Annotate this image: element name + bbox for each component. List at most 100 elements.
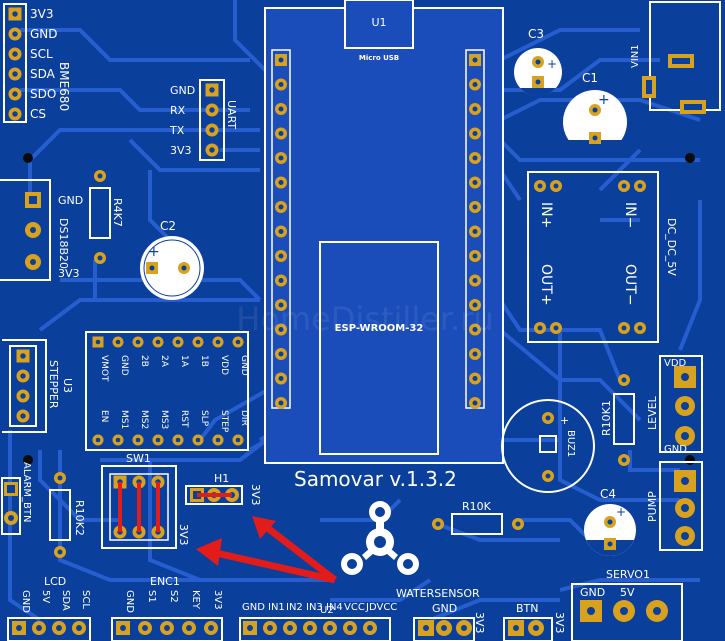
enc1-pin <box>116 621 130 635</box>
u1-right-pin <box>469 152 481 164</box>
u1-left-pin <box>275 103 287 115</box>
u1-left-pin <box>275 152 287 164</box>
u1-left-pin <box>275 78 287 91</box>
u1-left-pin <box>275 54 287 66</box>
u1-left-pin <box>275 274 287 287</box>
board-title: Samovar v.1.3.2 <box>294 467 457 491</box>
u1-left-pin <box>275 299 287 311</box>
micro-usb-label: Micro USB <box>359 54 399 62</box>
u1-right-pin <box>469 250 481 262</box>
uart-pin <box>205 103 219 117</box>
u1-right-pin <box>469 103 481 115</box>
bme680-pin-label: SDO <box>30 87 56 101</box>
watersensor-3v3: 3V3 <box>473 612 486 634</box>
stepper-bottom-pin-label: EN <box>99 410 109 422</box>
esp-wroom-chip <box>319 241 439 455</box>
watersensor-header: WATERSENSOR GND 3V3 <box>396 587 486 641</box>
samovar-logo <box>341 501 419 575</box>
stepper-top-pin <box>112 336 124 348</box>
u1-right-pin <box>469 348 481 360</box>
u1-right-pin <box>469 274 481 287</box>
enc1-pin-label: KEY <box>190 590 201 610</box>
u1-right-pin <box>469 127 481 140</box>
u1-right-pin <box>469 397 481 409</box>
u2-pin <box>303 621 317 635</box>
enc1-pin <box>182 621 196 635</box>
stepper-bottom-pin <box>192 434 204 446</box>
sw-3v3-label: 3V3 <box>177 524 190 546</box>
dcdc-label: DC_DC_5V <box>665 218 678 276</box>
dcdc-in-plus: IN+ <box>538 202 554 228</box>
stepper-bottom-pin-label: MS3 <box>159 410 169 429</box>
buzzer: + BUZ1 <box>501 399 595 493</box>
alarm-btn-label: ALARM_BTN <box>21 462 32 523</box>
h1-label: H1 <box>214 472 229 485</box>
c4-plus: + <box>616 505 626 519</box>
u1-left-pin <box>275 250 287 262</box>
u2-pin <box>363 621 377 635</box>
stepper-top-pin-label: GND <box>119 355 129 376</box>
sw1-label: SW1 <box>126 452 151 465</box>
bme680-pin-label: SCL <box>30 47 53 61</box>
u2-pin <box>283 621 297 635</box>
stepper-bottom-pin <box>132 434 144 446</box>
u1-right-pin <box>469 225 481 238</box>
stepper-top-pin-label: VMOT <box>99 355 109 382</box>
r4k7-label: R4K7 <box>111 198 124 227</box>
bme680-pin <box>8 87 22 101</box>
bme680-pin-label: SDA <box>30 67 56 81</box>
bme680-pin-label: 3V3 <box>30 7 53 21</box>
h1-jumper: H1 3V3 <box>185 472 262 506</box>
u1-left-pin <box>275 397 287 409</box>
u3-pin <box>16 389 30 403</box>
esp-wroom-label: ESP-WROOM-32 <box>335 323 424 334</box>
stepper-top-pin-label: GND <box>239 355 249 376</box>
stepper-top-pin <box>172 336 184 348</box>
stepper-bottom-pin-label: RST <box>179 410 189 428</box>
r4k7-resistor: R4K7 <box>89 170 124 264</box>
u2-pin-label: IN1 <box>268 602 285 613</box>
bme680-pin-label: CS <box>30 107 46 121</box>
u2-pin <box>323 621 337 635</box>
c1-plus: + <box>598 92 610 108</box>
stepper-bottom-pin <box>212 434 224 446</box>
r10k-resistor: R10K <box>432 500 524 535</box>
bme680-pin-label: GND <box>30 27 58 41</box>
enc1-pin-label: 3V3 <box>212 590 223 610</box>
stepper-bottom-pin-label: STEP <box>219 410 229 433</box>
dc-dc-converter: IN+ IN− OUT+ OUT− DC_DC_5V <box>527 171 678 343</box>
uart-pin-label: GND <box>170 84 195 97</box>
u1-right-pin <box>469 372 481 385</box>
level-vdd: VDD <box>664 358 687 369</box>
stepper-top-pin-label: 2A <box>159 355 169 368</box>
u1-right-pin <box>469 54 481 66</box>
u2-pin-label: GND <box>242 602 265 613</box>
lcd-pin-label: SDA <box>60 590 71 611</box>
dcdc-out-minus: OUT− <box>622 264 638 306</box>
level-connector: VDD GND LEVEL <box>646 355 703 455</box>
stepper-label: STEPPER <box>47 360 60 409</box>
lcd-pin <box>52 621 66 635</box>
lcd-pin <box>32 621 46 635</box>
r10k1-label: R10K1 <box>600 400 613 436</box>
servo-gnd: GND <box>580 586 605 599</box>
u1-left-pin <box>275 372 287 385</box>
sw1-switch: SW1 3V3 <box>101 452 190 549</box>
level-label: LEVEL <box>646 395 659 430</box>
pump-label: PUMP <box>646 491 659 522</box>
stepper-bottom-pin <box>232 434 244 446</box>
watersensor-label: WATERSENSOR <box>396 587 480 600</box>
u3-pin <box>16 369 30 383</box>
uart-pin <box>205 83 219 97</box>
u1-left-pin <box>275 201 287 213</box>
ds18b20-3v3: 3V3 <box>58 267 80 280</box>
vin1-connector: VIN1 <box>630 1 721 114</box>
lcd-pin <box>72 621 86 635</box>
btn-header: BTN 3V3 <box>503 602 566 641</box>
stepper-bottom-pin-label: MS2 <box>139 410 149 429</box>
stepper-top-pin <box>92 336 104 348</box>
u1-left-pin <box>275 225 287 238</box>
